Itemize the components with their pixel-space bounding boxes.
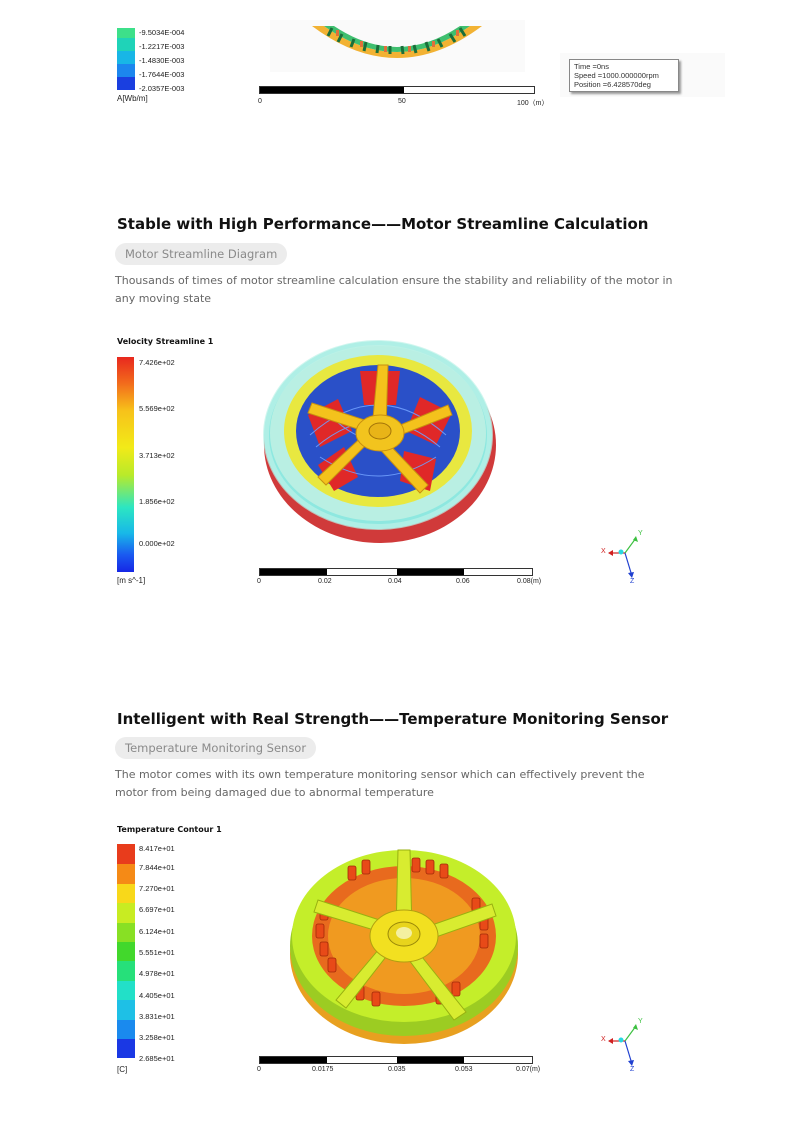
- axis-label-x: X: [601, 548, 606, 555]
- axis-label-y: Y: [638, 1018, 643, 1025]
- velocity-legend-label: 3.713e+02: [139, 451, 175, 460]
- axis-label-y: Y: [638, 530, 643, 537]
- scale-bar-segment: [260, 569, 327, 575]
- axis-triad: Y X Z: [600, 526, 650, 588]
- velocity-legend-label: 0.000e+02: [139, 539, 175, 548]
- temperature-legend-label: 3.258e+01: [139, 1033, 175, 1042]
- top-legend-label: -9.5034E-004: [139, 28, 185, 37]
- tag-pill-streamline: Motor Streamline Diagram: [115, 243, 288, 265]
- scale-bar-segment: [260, 1057, 327, 1063]
- motor-streamline-image: [263, 340, 496, 543]
- top-scale-tick: 0: [258, 98, 262, 105]
- tag-pill-temperature: Temperature Monitoring Sensor: [115, 737, 317, 759]
- scale-bar-segment: [397, 569, 464, 575]
- axis-triad-icon: [608, 1024, 638, 1066]
- motor-temperature-image: [290, 849, 518, 1044]
- top-legend-label: -1.7644E-003: [139, 70, 185, 79]
- velocity-colorbar: [117, 357, 134, 572]
- top-legend-label: -1.4830E-003: [139, 56, 185, 65]
- streamline-scale-bar: [259, 568, 533, 576]
- temperature-legend-label: 6.697e+01: [139, 905, 175, 914]
- temperature-legend-label: 8.417e+01: [139, 844, 175, 853]
- streamline-scale-tick: 0.06: [456, 578, 470, 585]
- top-colorbar: [117, 28, 135, 90]
- axis-triad-icon: [608, 536, 638, 578]
- axis-label-x: X: [601, 1036, 606, 1043]
- temperature-colorbar: [117, 844, 135, 1058]
- info-speed: Speed =1000.000000rpm: [574, 71, 659, 80]
- temperature-scale-tick: 0.0175: [312, 1066, 334, 1073]
- scale-bar-segment: [260, 87, 404, 93]
- section-description-temperature: The motor comes with its own temperature…: [115, 768, 645, 799]
- top-legend-label: -2.0357E-003: [139, 84, 185, 93]
- section-heading-streamline: Stable with High Performance——Motor Stre…: [117, 215, 649, 233]
- info-position: Position =6.428570deg: [574, 80, 651, 89]
- legend-title-temperature: Temperature Contour 1: [117, 825, 222, 834]
- temperature-scale-bar: [259, 1056, 533, 1064]
- axis-triad: Y X Z: [600, 1014, 650, 1076]
- motor-flux-arc-image: [270, 20, 525, 72]
- velocity-legend-label: 1.856e+02: [139, 497, 175, 506]
- temperature-scale-tick: 0.035: [388, 1066, 406, 1073]
- temperature-legend-label: 3.831e+01: [139, 1012, 175, 1021]
- axis-label-z: Z: [630, 578, 635, 585]
- temperature-legend-label: 4.978e+01: [139, 969, 175, 978]
- temperature-scale-tick: 0.07(m): [516, 1066, 541, 1073]
- temperature-legend-label: 7.844e+01: [139, 863, 175, 872]
- temperature-scale-tick: 0: [257, 1066, 261, 1073]
- top-scale-tick: 100（m）: [517, 100, 549, 107]
- section-description-streamline: Thousands of times of motor streamline c…: [115, 274, 673, 305]
- temperature-legend-label: 2.685e+01: [139, 1054, 175, 1063]
- top-legend-label: -1.2217E-003: [139, 42, 185, 51]
- legend-title-velocity: Velocity Streamline 1: [117, 337, 214, 346]
- top-unit-label: A[Wb/m]: [117, 94, 148, 103]
- velocity-unit-label: [m s^-1]: [117, 576, 146, 585]
- info-time: Time =0ns: [574, 62, 609, 71]
- streamline-scale-tick: 0.08(m): [517, 578, 542, 585]
- streamline-scale-tick: 0.02: [318, 578, 332, 585]
- axis-label-z: Z: [630, 1066, 635, 1073]
- temperature-legend-label: 7.270e+01: [139, 884, 175, 893]
- streamline-scale-tick: 0.04: [388, 578, 402, 585]
- temperature-legend-label: 4.405e+01: [139, 991, 175, 1000]
- temperature-legend-label: 5.551e+01: [139, 948, 175, 957]
- simulation-info-box: Time =0ns Speed =1000.000000rpm Position…: [569, 59, 679, 92]
- temperature-scale-tick: 0.053: [455, 1066, 473, 1073]
- streamline-scale-tick: 0: [257, 578, 261, 585]
- temperature-unit-label: [C]: [117, 1065, 128, 1074]
- velocity-legend-label: 7.426e+02: [139, 358, 175, 367]
- top-scale-bar: [259, 86, 535, 94]
- section-heading-temperature: Intelligent with Real Strength——Temperat…: [117, 710, 669, 728]
- temperature-legend-label: 6.124e+01: [139, 927, 175, 936]
- top-scale-tick: 50: [398, 98, 406, 105]
- scale-bar-segment: [397, 1057, 464, 1063]
- velocity-legend-label: 5.569e+02: [139, 404, 175, 413]
